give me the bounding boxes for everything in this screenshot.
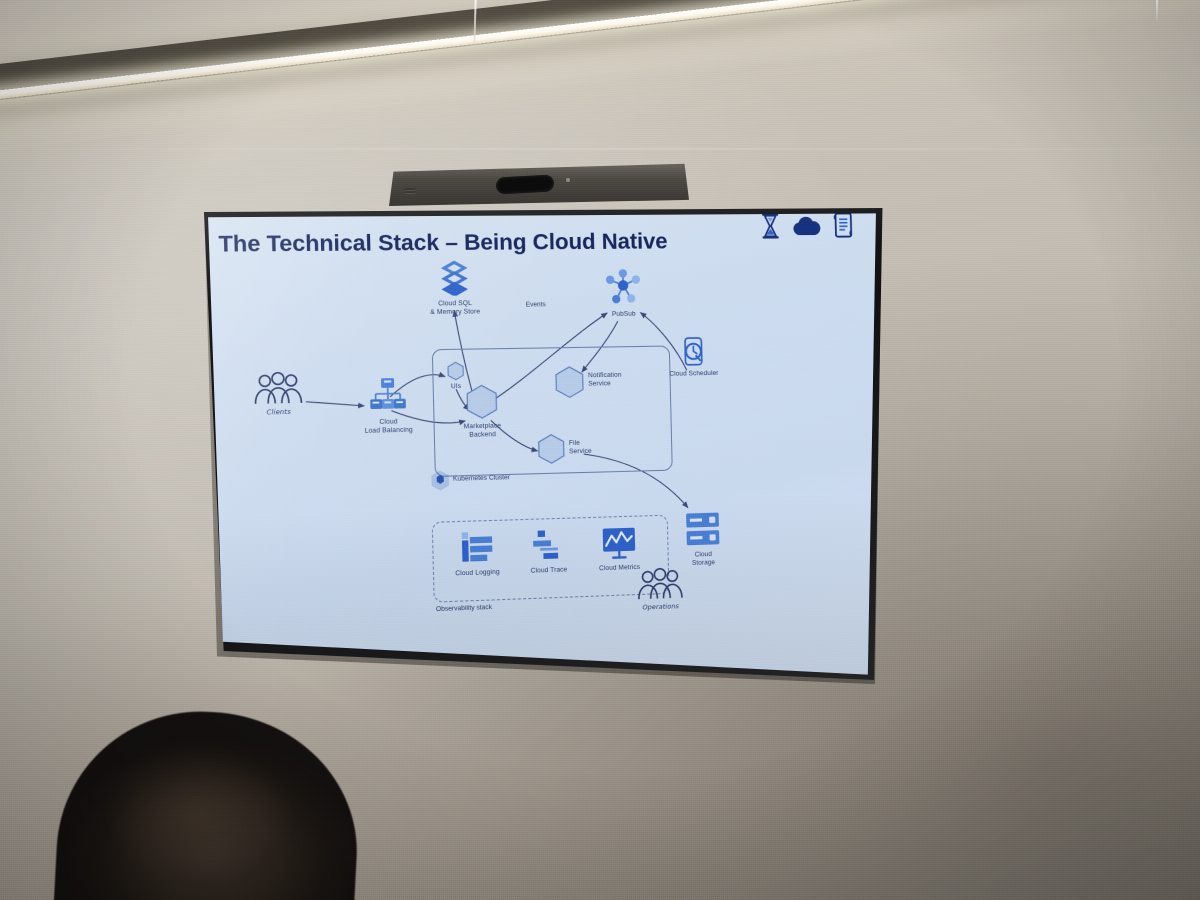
diagram-connectors — [204, 256, 880, 695]
users-icon — [251, 371, 304, 409]
users-icon — [635, 566, 685, 603]
node-cloud-logging[interactable]: Cloud Logging — [447, 530, 506, 577]
scroll-icon — [832, 211, 854, 239]
node-file-service[interactable]: File Service — [537, 433, 592, 434]
node-cloud-metrics[interactable]: Cloud Metrics — [590, 526, 648, 572]
node-cloud-metrics-label: Cloud Metrics — [598, 563, 641, 573]
node-operations-label: Operations — [642, 602, 680, 612]
metrics-icon — [602, 527, 636, 561]
node-cloud-trace-label: Cloud Trace — [530, 566, 568, 575]
node-cloud-sql[interactable]: Cloud SQL & Memory Store — [417, 259, 491, 316]
slide-title: The Technical Stack – Being Cloud Native — [218, 228, 668, 258]
node-pubsub-label: PubSub — [611, 310, 636, 319]
edge-label-events: Events — [525, 300, 546, 309]
node-cloud-sql-label-2: & Memory Store — [430, 308, 481, 317]
node-uis-label: UIs — [450, 382, 462, 391]
cloud-icon — [793, 216, 821, 235]
hourglass-icon — [760, 212, 781, 239]
node-marketplace-backend-label-2: Backend — [469, 430, 497, 439]
node-clients-label: Clients — [266, 408, 292, 417]
node-uis[interactable]: UIs — [438, 361, 472, 390]
presentation-slide: The Technical Stack – Being Cloud Native — [204, 211, 880, 695]
camera-lens-icon — [495, 174, 555, 195]
kubernetes-icon — [430, 470, 450, 491]
light-suspension-wire — [1156, 0, 1158, 22]
node-cloud-logging-label: Cloud Logging — [455, 568, 500, 578]
node-file-service-label-1: File — [568, 439, 580, 448]
hexagon-icon — [555, 366, 585, 399]
slide-surface: The Technical Stack – Being Cloud Native — [204, 211, 880, 695]
node-cloud-trace[interactable]: Cloud Trace — [519, 528, 578, 575]
camera-indicator-led — [566, 178, 570, 182]
trace-icon — [532, 530, 559, 560]
scheduler-icon — [680, 337, 707, 367]
node-cloud-load-balancing[interactable]: Cloud Load Balancing — [349, 377, 426, 435]
architecture-diagram: Kubernetes Cluster Observability stack — [204, 256, 880, 695]
node-cloud-storage-label-2: Storage — [691, 558, 716, 568]
wall-seam — [0, 148, 1200, 150]
tv-screen[interactable]: The Technical Stack – Being Cloud Native — [204, 211, 880, 695]
storage-icon — [686, 512, 720, 546]
hexagon-icon — [447, 361, 464, 380]
node-cloud-storage[interactable]: Cloud Storage — [676, 511, 729, 567]
node-notification-service-label-2: Service — [588, 379, 611, 388]
brand-icon-row — [760, 211, 855, 239]
node-marketplace-backend[interactable]: Marketplace Backend — [452, 384, 511, 439]
pubsub-graph-icon — [605, 269, 641, 304]
node-cloud-load-balancing-label-2: Load Balancing — [364, 426, 413, 435]
node-clients[interactable]: Clients — [248, 370, 307, 417]
hexagon-icon — [466, 384, 499, 420]
hexagon-icon — [537, 433, 565, 464]
node-pubsub[interactable]: PubSub — [594, 268, 652, 318]
node-cloud-scheduler-label: Cloud Scheduler — [669, 369, 719, 378]
database-stack-icon — [440, 260, 469, 296]
node-file-service-label-2: Service — [569, 447, 592, 456]
load-balancer-icon — [370, 378, 406, 410]
logging-icon — [461, 532, 493, 562]
camera-grille-icon — [403, 187, 417, 195]
kubernetes-cluster-label: Kubernetes Cluster — [452, 473, 511, 483]
